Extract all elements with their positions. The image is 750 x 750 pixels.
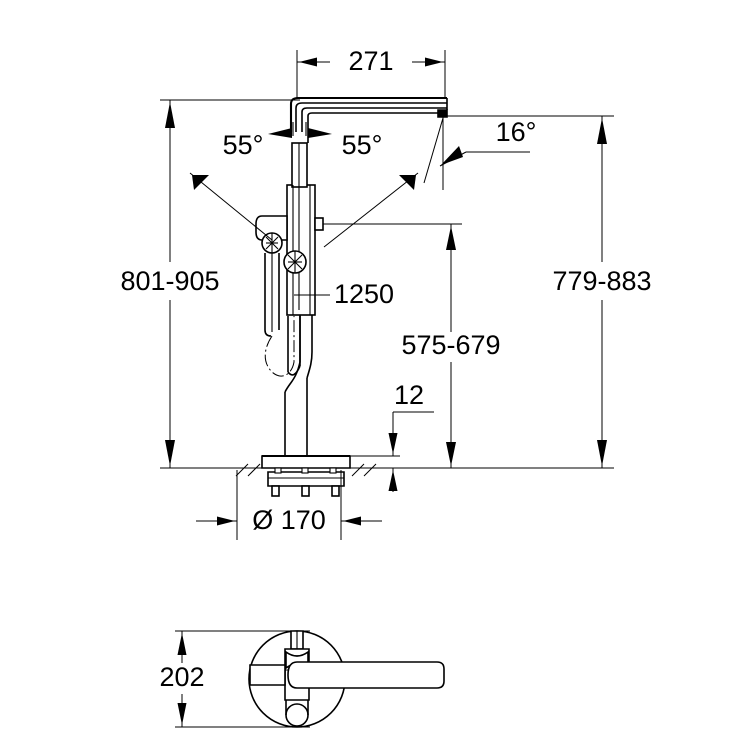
callout-1250: 1250 [294, 279, 394, 309]
dimension-801-905: 801-905 [120, 100, 220, 468]
arrow-202-bottom [177, 703, 187, 725]
floor-hatch-left-1 [235, 463, 249, 477]
dimension-801-905-label: 801-905 [120, 266, 219, 296]
dimension-575-679-label: 575-679 [401, 330, 500, 360]
cover-plate [261, 455, 351, 469]
plan-left-stub [249, 664, 286, 686]
arrow-170-right [343, 516, 361, 526]
front-elevation-view: 271 801-905 779-883 575-679 [120, 46, 652, 540]
arrow-55-right [399, 175, 416, 190]
arrow-12-bottom [388, 470, 398, 491]
anchor-bolt-right [331, 485, 340, 497]
plan-spout-arm [287, 661, 445, 689]
anchor-bolt-left [271, 485, 280, 497]
angle-16: 16° [423, 112, 537, 190]
arrow-170-left [217, 516, 235, 526]
spout-inner-profile [301, 107, 447, 132]
arrow-202-top [177, 633, 187, 655]
arrow-12-top [388, 433, 398, 454]
arrow-575-top [446, 226, 456, 250]
dimension-202-label: 202 [159, 662, 204, 692]
angle-55-right: 55° [323, 130, 419, 248]
dimension-779-883: 779-883 [552, 116, 652, 468]
dimension-202: 202 [159, 630, 310, 728]
arrow-801-bottom [165, 440, 175, 466]
swivel-arrow-left [268, 128, 292, 138]
spout-arm [268, 96, 448, 143]
mixer-body [283, 142, 324, 316]
floor-hatch-right-2 [363, 463, 377, 477]
tilt-ray-line [423, 117, 444, 184]
dimension-12: 12 [388, 380, 434, 492]
arrow-575-bottom [446, 442, 456, 466]
riser-transition-right [306, 310, 313, 379]
handshower-wand-left [264, 253, 272, 337]
angle-55-left: 55° [189, 130, 273, 241]
bolt-head-center [301, 467, 309, 474]
dimension-diameter-170: Ø 170 [196, 470, 382, 540]
arrow-779-bottom [597, 440, 607, 466]
leader-55-left [189, 172, 273, 241]
callout-1250-label: 1250 [334, 279, 394, 309]
top-plan-view: 202 [159, 630, 445, 728]
anchor-bolt-center [301, 485, 310, 497]
diverter-button [314, 217, 324, 231]
bolt-head-right [329, 467, 337, 474]
plan-handshower-holder [285, 703, 309, 727]
angle-16-label: 16° [496, 117, 537, 147]
spout-mid-profile [295, 102, 447, 132]
base-plate-assembly [235, 454, 377, 497]
floor-hatch-left-2 [247, 463, 261, 477]
spout-lower-profile [307, 112, 444, 143]
bolt-head-left [274, 467, 282, 474]
dimension-271-label: 271 [348, 46, 393, 76]
arrow-271-right [425, 57, 443, 67]
hose-bottom-curve [287, 365, 301, 376]
dimension-779-883-label: 779-883 [552, 266, 651, 296]
hose-loop [264, 316, 295, 377]
dimension-12-label: 12 [394, 380, 424, 410]
angle-55-right-label: 55° [342, 130, 383, 160]
arrow-779-top [597, 118, 607, 144]
mounting-bracket [267, 471, 345, 487]
handshower-assembly [255, 215, 301, 377]
reference-lines [160, 99, 614, 469]
dimension-271: 271 [296, 46, 446, 98]
arrow-271-left [299, 57, 317, 67]
spout-outer-profile [289, 96, 447, 132]
arrow-16 [441, 146, 463, 165]
dimension-170-label: Ø 170 [252, 505, 326, 535]
dimension-575-679: 575-679 [401, 224, 501, 468]
arrow-801-top [165, 102, 175, 128]
leader-55-right [323, 172, 419, 248]
riser-column [284, 310, 313, 456]
floor-hatch-right-1 [351, 463, 365, 477]
arrow-55-left [192, 175, 209, 190]
swivel-arrow-right [308, 128, 332, 138]
angle-55-left-label: 55° [223, 130, 264, 160]
